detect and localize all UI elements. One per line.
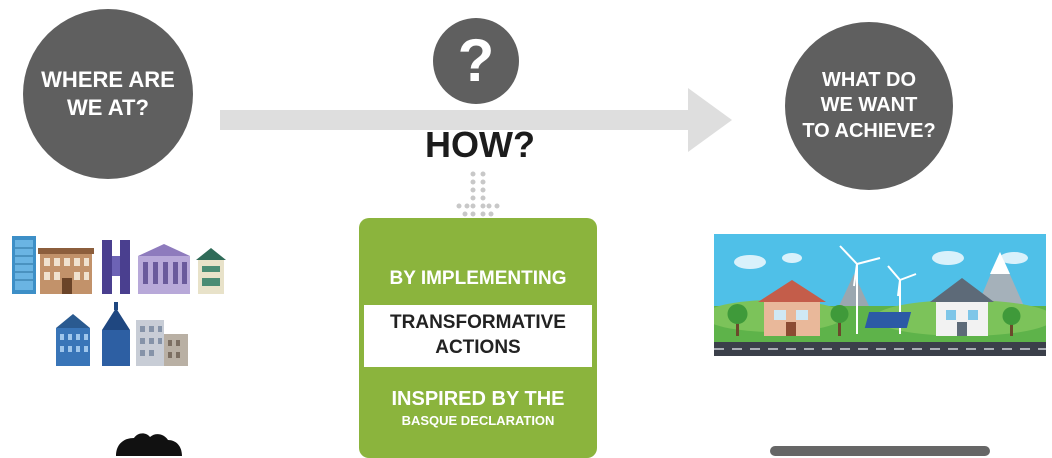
bottom-bar (770, 446, 990, 456)
what-do-we-want-text: WHAT DO WE WANT TO ACHIEVE? (802, 68, 936, 142)
inspired-by-text: INSPIRED BY THE (391, 388, 565, 410)
question-symbol: ? (457, 26, 495, 94)
progress-arrow (220, 88, 732, 152)
city-buildings-icon (12, 236, 226, 366)
transformative-actions-text: TRANSFORMATIVE ACTIONS (390, 312, 566, 358)
transformative-actions-box: TRANSFORMATIVE ACTIONS (364, 305, 592, 367)
what-do-we-want-circle: WHAT DO WE WANT TO ACHIEVE? (785, 22, 953, 190)
basque-declaration-text: BASQUE DECLARATION (401, 413, 555, 428)
by-implementing-text: BY IMPLEMENTING (389, 268, 567, 289)
solution-panel: BY IMPLEMENTING TRANSFORMATIVE ACTIONS I… (359, 218, 597, 458)
sustainable-landscape-icon (714, 234, 1046, 356)
question-mark-icon: ? (433, 18, 519, 104)
how-label: HOW? (425, 124, 535, 165)
where-are-we-text: WHERE ARE WE AT? (41, 66, 175, 120)
where-are-we-circle: WHERE ARE WE AT? (23, 9, 193, 179)
badge-shape-icon (116, 433, 182, 456)
